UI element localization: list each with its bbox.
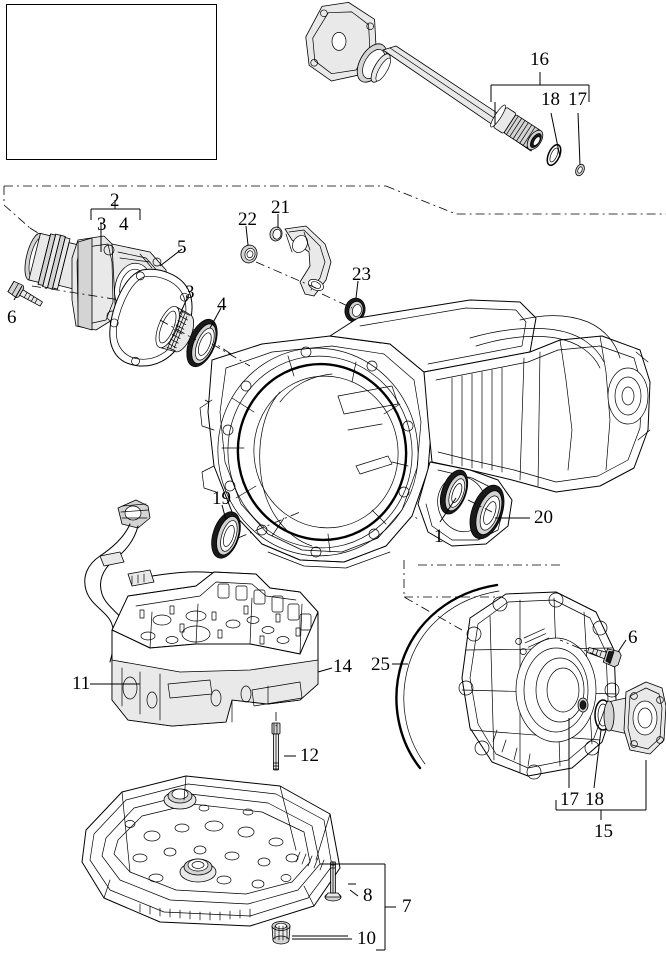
callout-bracket-2-3-4 — [90, 200, 141, 252]
bearing-ring-3-art — [155, 305, 194, 353]
selector-lever-art — [240, 225, 366, 323]
callout-label-25[interactable]: 25 — [371, 654, 390, 675]
final-drive-housing-art — [395, 583, 620, 780]
valve-body-art — [84, 499, 319, 727]
shaft-seal-20-art — [469, 484, 505, 540]
callout-label-16[interactable]: 16 — [530, 49, 549, 70]
oil-pan-art — [81, 775, 341, 927]
callout-label-12[interactable]: 12 — [300, 745, 319, 766]
callout-label-22[interactable]: 22 — [238, 209, 257, 230]
hex-bolt-6-right-art — [587, 647, 622, 668]
circlip-17-art — [577, 697, 589, 713]
callout-bracket-15 — [555, 718, 647, 820]
shaft-seal-1-art — [439, 469, 469, 515]
callout-label-11[interactable]: 11 — [72, 673, 91, 694]
callout-label-7[interactable]: 7 — [402, 896, 412, 917]
callout-label-18b[interactable]: 18 — [585, 789, 604, 810]
callout-label-15[interactable]: 15 — [594, 821, 613, 842]
callout-label-8[interactable]: 8 — [363, 885, 373, 906]
callout-label-4b[interactable]: 4 — [217, 294, 227, 315]
callout-label-20[interactable]: 20 — [534, 507, 553, 528]
vehicle-illustration-box — [6, 4, 217, 160]
callout-label-17a[interactable]: 17 — [568, 89, 587, 110]
radial-seal-4-art — [186, 318, 218, 368]
callout-label-21[interactable]: 21 — [271, 197, 290, 218]
hex-bolt-6-left-art — [7, 280, 43, 307]
pan-bolt-8-art — [324, 861, 342, 902]
callout-bracket-16 — [490, 72, 590, 166]
transmission-housing-art — [199, 299, 651, 569]
callout-label-18a[interactable]: 18 — [541, 89, 560, 110]
shaft-seal-19-art — [211, 511, 241, 559]
callout-label-6b[interactable]: 6 — [628, 627, 638, 648]
dashdot-leaders — [31, 285, 599, 657]
callout-label-10[interactable]: 10 — [357, 928, 376, 949]
callout-label-19[interactable]: 19 — [212, 488, 231, 509]
leader-19 — [237, 511, 301, 539]
side-flange-15-art — [603, 681, 666, 755]
drive-shaft-assembly-art — [305, 1, 585, 177]
callout-label-5[interactable]: 5 — [177, 237, 187, 258]
callout-label-4a[interactable]: 4 — [119, 214, 129, 235]
callout-label-2[interactable]: 2 — [110, 190, 120, 211]
callout-label-14[interactable]: 14 — [333, 656, 352, 677]
callout-label-23[interactable]: 23 — [352, 264, 371, 285]
callout-label-6a[interactable]: 6 — [7, 307, 17, 328]
callout-bracket-7 — [292, 863, 396, 951]
drain-plug-10-art — [271, 921, 291, 945]
callout-label-17b[interactable]: 17 — [560, 789, 579, 810]
callout-label-3a[interactable]: 3 — [97, 214, 107, 235]
callout-leaders — [13, 214, 627, 940]
callout-label-3b[interactable]: 3 — [185, 282, 195, 303]
callout-label-1[interactable]: 1 — [434, 526, 444, 547]
valve-body-bolt-12-art — [271, 722, 281, 771]
